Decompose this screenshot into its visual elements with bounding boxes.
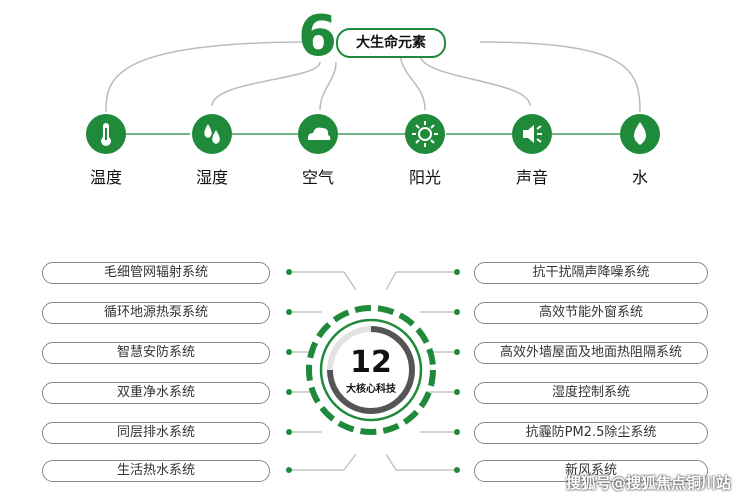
element-label-water: 水 [631,168,648,187]
connector-dot [286,349,292,355]
six-elements-title: 大生命元素 [336,28,446,58]
connector-dot [454,429,460,435]
connector-dot [454,309,460,315]
left-system-pill: 双重净水系统 [42,382,270,404]
water-drop-icon [620,114,660,154]
connector-dot [286,269,292,275]
cloud-icon [298,114,338,154]
right-system-pill: 新风系统 [474,460,708,482]
right-system-pill: 湿度控制系统 [474,382,708,404]
connector-dot [286,389,292,395]
left-system-pill: 循环地源热泵系统 [42,302,270,324]
connector-dot [286,309,292,315]
left-system-pill: 智慧安防系统 [42,342,270,364]
connector-dot [454,467,460,473]
watermark: 搜狐号@搜狐焦点铜川站 [566,474,732,492]
core-label: 大核心科技 [346,384,396,395]
element-label-temperature: 温度 [89,168,122,187]
connector-dot [286,467,292,473]
element-label-sunlight: 阳光 [408,168,441,187]
left-system-pill: 同层排水系统 [42,422,270,444]
right-system-pill: 抗干扰隔声降噪系统 [474,262,708,284]
connector-dot [286,429,292,435]
left-system-pill: 生活热水系统 [42,460,270,482]
connector-dot [454,349,460,355]
connector-dot [454,389,460,395]
core-number: 12 [350,345,392,380]
element-label-air: 空气 [301,168,334,187]
core-rings [306,305,436,435]
thermometer-icon [86,114,126,154]
speaker-icon [512,114,552,154]
left-system-pill: 毛细管网辐射系统 [42,262,270,284]
connector-dot [454,269,460,275]
right-system-pill: 高效节能外窗系统 [474,302,708,324]
element-label-humidity: 湿度 [195,168,228,187]
right-system-pill: 高效外墙屋面及地面热阻隔系统 [474,342,708,364]
droplets-icon [192,114,232,154]
element-label-sound: 声音 [515,168,548,187]
sun-icon [405,114,445,154]
right-system-pill: 抗霾防PM2.5除尘系统 [474,422,708,444]
six-number: 6 [298,4,337,69]
